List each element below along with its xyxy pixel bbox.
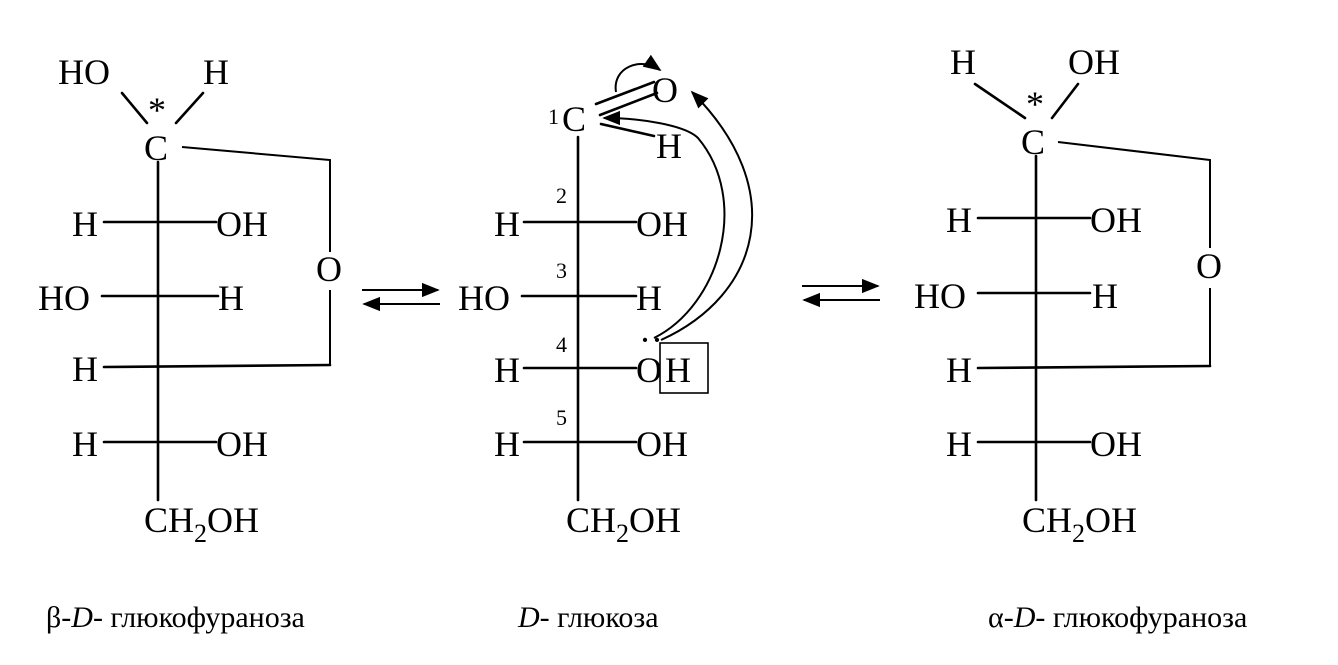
alpha-glucofuranose-structure: H OH * C H OH HO H H H OH O CH2OH <box>914 42 1222 548</box>
beta-glucofuranose-structure: HO H * C H OH HO H H H OH O CH2OH <box>38 52 342 548</box>
caption-d-glucose: D- глюкоза <box>517 601 659 634</box>
nucleophilic-attack-arrow <box>602 110 726 339</box>
row3-left: HO <box>914 276 966 316</box>
anomeric-h-label: H <box>203 52 229 92</box>
caption-alpha-glucofuranose: α-D- глюкофураноза <box>988 601 1247 634</box>
carbonyl-oxygen: O <box>652 70 678 110</box>
carbon-number-1: 1 <box>548 104 559 129</box>
row2-left: H <box>72 204 98 244</box>
caption-beta-glucofuranose: β-D- глюкофураноза <box>46 601 305 634</box>
bond-ho <box>120 91 149 125</box>
row3-left: HO <box>458 278 510 318</box>
row4-left: H <box>946 350 972 390</box>
ring-bond-top <box>181 146 331 252</box>
row5-right: OH <box>1090 424 1142 464</box>
row4-left: H <box>494 350 520 390</box>
row4-left: H <box>72 349 98 389</box>
aldehyde-hydrogen: H <box>656 126 682 166</box>
anomeric-oh-label: OH <box>1068 42 1120 82</box>
hydroxyl-hydrogen: H <box>665 350 691 390</box>
row2-left: H <box>946 200 972 240</box>
row5-left: H <box>72 424 98 464</box>
proton-transfer-arrow <box>660 90 754 341</box>
row2-left: H <box>494 204 520 244</box>
carbon-number-2: 2 <box>556 183 567 208</box>
row2-right: OH <box>1090 200 1142 240</box>
ch2oh-group: CH2OH <box>1022 500 1137 548</box>
ch2oh-group: CH2OH <box>144 500 259 548</box>
anomeric-star: * <box>1026 84 1044 124</box>
aldehyde-h-bond <box>599 122 656 138</box>
anomeric-h-label: H <box>950 42 976 82</box>
row5-right: OH <box>216 424 268 464</box>
carbonyl-carbon: C <box>562 99 586 139</box>
row3-right: H <box>1092 276 1118 316</box>
row5-right: OH <box>636 424 688 464</box>
open-chain-glucose-structure: 1 C O H 2 H OH 3 HO H 4 H ·· O H 5 H OH … <box>458 54 754 548</box>
anomeric-ho-label: HO <box>58 52 110 92</box>
ring-oxygen: O <box>316 249 342 289</box>
carbon-number-3: 3 <box>556 258 567 283</box>
row5-left: H <box>494 424 520 464</box>
anomeric-carbon: C <box>1021 122 1045 162</box>
pi-bond-shift-arrow <box>614 54 662 93</box>
anomeric-carbon: C <box>144 128 168 168</box>
lone-pair-dots: ·· <box>639 320 663 360</box>
row5-left: H <box>946 424 972 464</box>
equilibrium-arrows-left <box>362 282 440 312</box>
row4-bond <box>976 364 1212 370</box>
carbon-number-4: 4 <box>556 332 567 357</box>
row3-right: H <box>636 278 662 318</box>
row4-bond <box>102 363 332 369</box>
equilibrium-arrows-right <box>802 278 880 308</box>
ch2oh-group: CH2OH <box>566 500 681 548</box>
hydroxyl-oxygen: O <box>636 350 662 390</box>
double-bond-b <box>598 91 659 117</box>
anomeric-star: * <box>148 90 166 130</box>
proton-box <box>659 342 709 394</box>
row3-right: H <box>218 278 244 318</box>
ring-oxygen: O <box>1196 246 1222 286</box>
carbon-number-5: 5 <box>556 405 567 430</box>
row2-right: OH <box>216 204 268 244</box>
double-bond-a <box>594 80 656 106</box>
bond-oh <box>1050 82 1080 120</box>
row3-left: HO <box>38 278 90 318</box>
row2-right: OH <box>636 204 688 244</box>
bond-h <box>973 82 1027 120</box>
bond-h <box>174 91 205 125</box>
ring-bond-top <box>1057 141 1211 248</box>
